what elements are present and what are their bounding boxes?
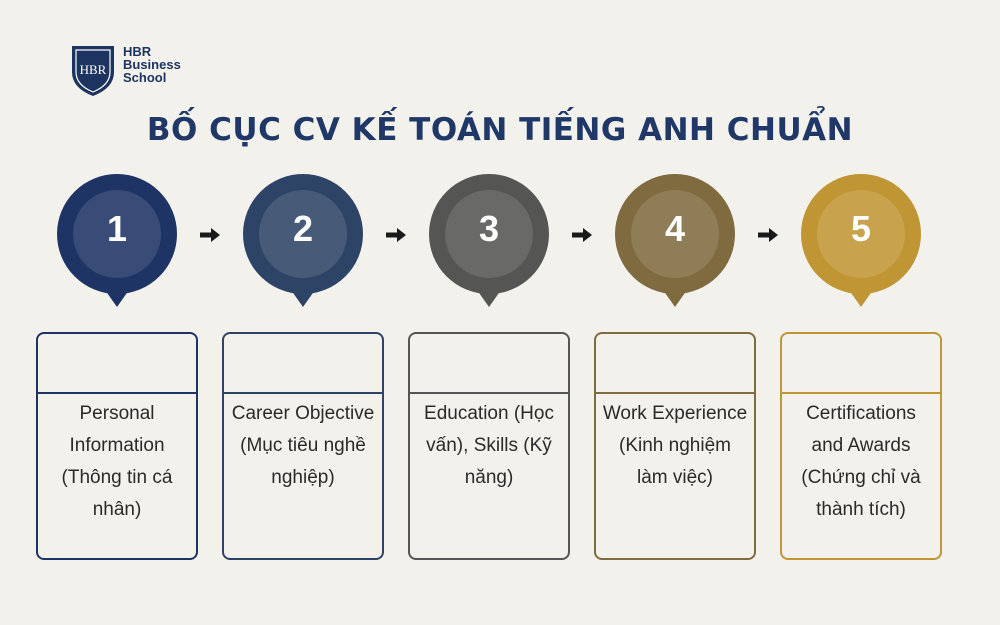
step-5-card: Certifications and Awards (Chứng chỉ và … — [780, 332, 942, 560]
brand-line-3: School — [123, 70, 167, 85]
step-label: Personal Information (Thông tin cá nhân) — [61, 403, 173, 520]
step-2-pin: 2 — [239, 172, 367, 312]
step-number: 4 — [664, 208, 686, 249]
arrow-right-icon — [758, 228, 778, 242]
location-pin-icon — [243, 174, 363, 307]
brand-line-2: Business — [123, 57, 181, 72]
step-1-pin: 1 — [53, 172, 181, 312]
card-divider — [782, 392, 940, 394]
card-divider — [224, 392, 382, 394]
brand-logo: HBR HBR Business School — [68, 42, 198, 98]
arrow-right-icon — [572, 228, 592, 242]
page-title: BỐ CỤC CV KẾ TOÁN TIẾNG ANH CHUẨN — [146, 112, 854, 148]
location-pin-icon — [615, 174, 735, 307]
step-3-pin: 3 — [425, 172, 553, 312]
step-label: Work Experience (Kinh nghiệm làm việc) — [602, 403, 748, 488]
brand-name: HBR Business School — [123, 45, 181, 84]
emblem-letters: HBR — [80, 62, 107, 77]
step-5-pin: 5 — [797, 172, 925, 312]
step-number: 2 — [292, 208, 314, 249]
arrow-right-icon — [386, 228, 406, 242]
step-1-card: Personal Information (Thông tin cá nhân) — [36, 332, 198, 560]
location-pin-icon — [57, 174, 177, 307]
step-4-pin: 4 — [611, 172, 739, 312]
shield-icon: HBR — [72, 46, 114, 96]
step-number: 5 — [850, 208, 872, 249]
card-divider — [38, 392, 196, 394]
brand-line-1: HBR — [123, 44, 152, 59]
location-pin-icon — [801, 174, 921, 307]
step-2-card: Career Objective (Mục tiêu nghề nghiệp) — [222, 332, 384, 560]
card-divider — [596, 392, 754, 394]
step-label: Education (Học vấn), Skills (Kỹ năng) — [424, 403, 554, 488]
step-number: 3 — [478, 208, 500, 249]
step-4-card: Work Experience (Kinh nghiệm làm việc) — [594, 332, 756, 560]
step-label: Certifications and Awards (Chứng chỉ và … — [801, 403, 921, 520]
step-3-card: Education (Học vấn), Skills (Kỹ năng) — [408, 332, 570, 560]
location-pin-icon — [429, 174, 549, 307]
arrow-right-icon — [200, 228, 220, 242]
card-divider — [410, 392, 568, 394]
step-label: Career Objective (Mục tiêu nghề nghiệp) — [231, 403, 375, 488]
step-number: 1 — [106, 208, 128, 249]
